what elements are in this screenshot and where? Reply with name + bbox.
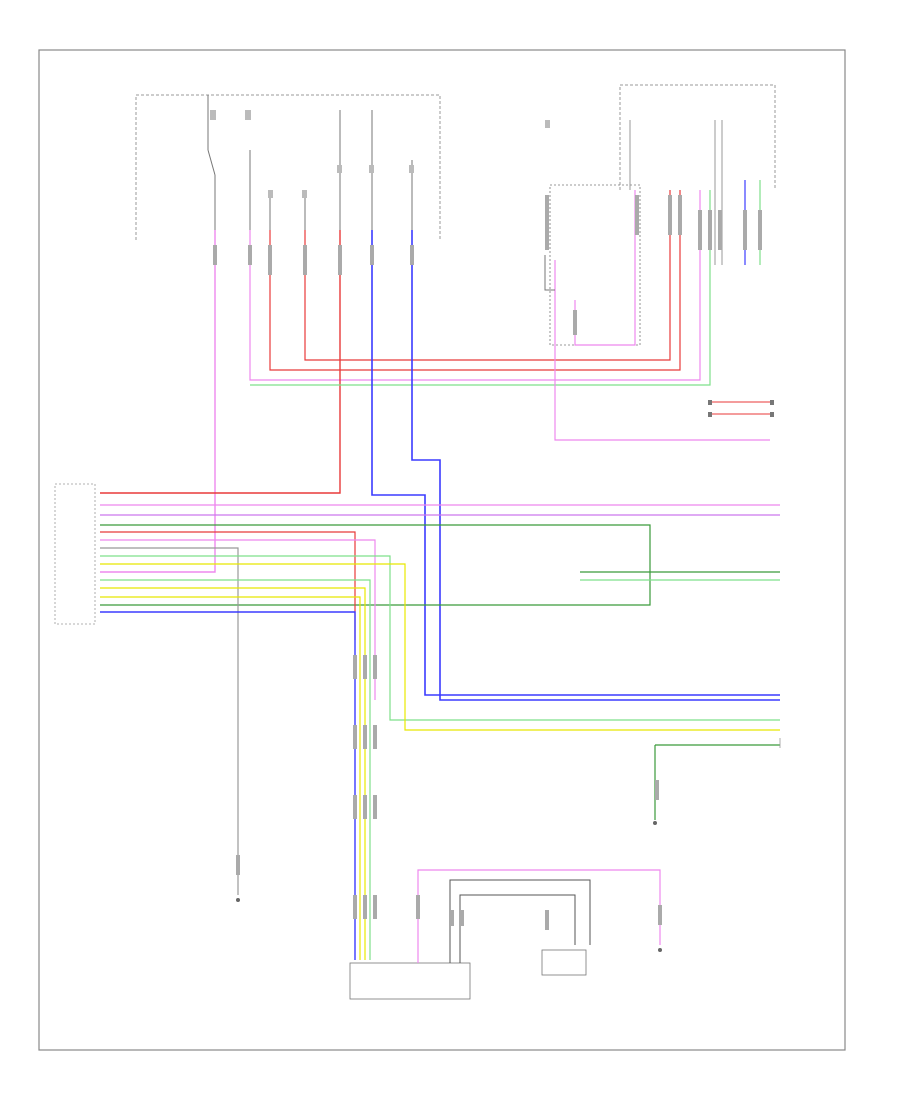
range-switch-connector (349, 869, 661, 1000)
wire-pink-ecm (574, 190, 636, 346)
wire-blue-1 (371, 230, 780, 696)
fuse-markers (210, 110, 550, 198)
junction-box (135, 84, 776, 240)
connector-marks (213, 195, 762, 930)
top-right-connectors (708, 400, 774, 417)
ground-symbols (236, 821, 662, 952)
wire-red-1 (269, 190, 681, 371)
wire-pink-2 (249, 190, 701, 381)
tcm-box (54, 483, 96, 625)
wire-red-2 (304, 190, 671, 361)
wire-red-3 (100, 230, 341, 494)
diagram-border (38, 49, 846, 1051)
ecm-pigtail-wires (629, 120, 761, 265)
wire-blue-2 (411, 230, 780, 701)
shift-lock (541, 949, 587, 976)
right-connector-stubs (654, 738, 781, 820)
ecm-box (549, 184, 641, 346)
wire-pink-1 (100, 230, 216, 573)
tcm-wires (100, 504, 780, 960)
brake-switch-lines (544, 255, 555, 291)
ignition-switch (207, 95, 413, 230)
wire-pink-ecm-2 (554, 260, 770, 441)
wire-green-1 (250, 190, 711, 386)
